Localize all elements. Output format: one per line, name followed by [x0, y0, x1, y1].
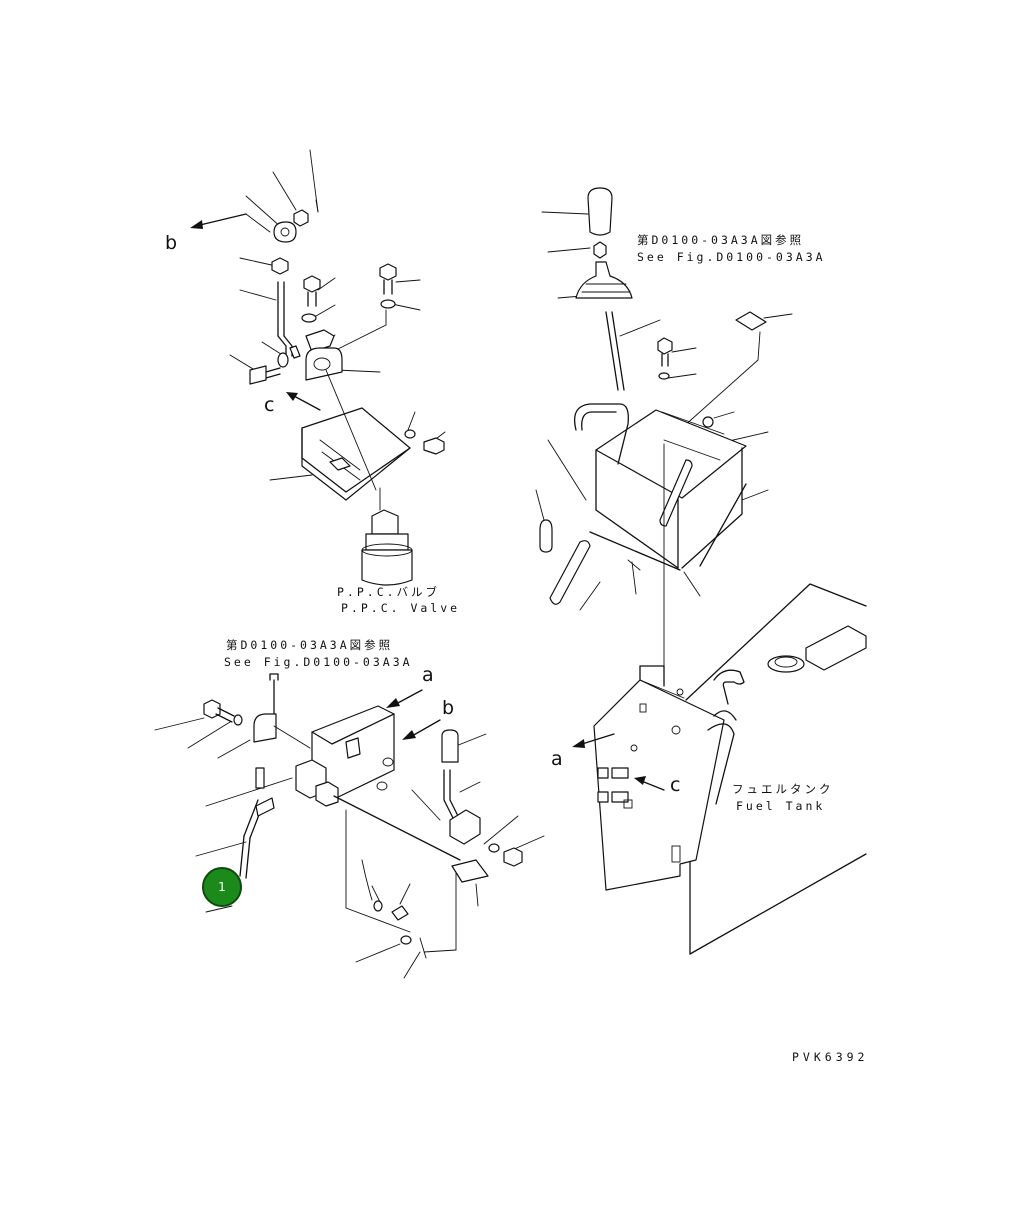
drawing-number: PVK6392 [792, 1050, 869, 1064]
view-letter-a-left: a [422, 664, 434, 686]
ppc-valve-jp: P.P.C.バルブ [337, 585, 441, 599]
fuel-tank-jp: フュエルタンク [732, 782, 834, 796]
view-letter-c-right: c [670, 774, 681, 796]
see-fig-left-jp: 第D0100-03A3A図参照 [226, 638, 394, 652]
view-letter-c-top: c [264, 394, 275, 416]
bottom-left-pedal-assembly [154, 673, 545, 979]
view-letter-b-top: b [165, 232, 178, 254]
view-letter-b-left: b [442, 697, 455, 719]
fuel-tank-assembly [572, 443, 867, 955]
ppc-valve-en: P.P.C. Valve [341, 601, 461, 615]
see-fig-top-jp: 第D0100-03A3A図参照 [637, 233, 805, 247]
see-fig-left-en: See Fig.D0100-03A3A [224, 655, 413, 669]
part-callout-1[interactable]: 1 [202, 867, 242, 907]
top-right-lever-assembly [535, 187, 793, 611]
fuel-tank-en: Fuel Tank [736, 799, 826, 813]
top-left-linkage-assembly [190, 149, 446, 586]
view-letter-a-right: a [551, 748, 563, 770]
see-fig-top-en: See Fig.D0100-03A3A [637, 250, 826, 264]
